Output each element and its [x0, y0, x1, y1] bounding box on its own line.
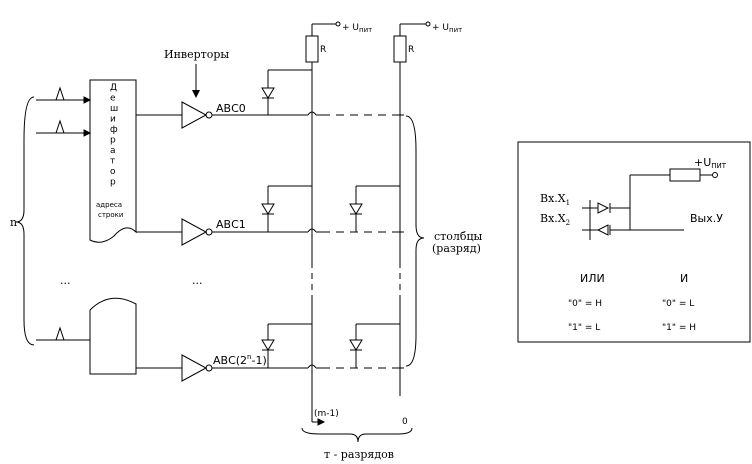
- supply-terminal-0: [425, 21, 431, 27]
- col-m1-label: (m-1): [314, 409, 339, 419]
- decoder-letter: р: [110, 136, 116, 146]
- supply-m1: + Uпит: [342, 23, 372, 34]
- decoder-letter: е: [110, 94, 116, 104]
- column-0: [393, 23, 426, 396]
- inset-and-one: "1" = H: [662, 323, 696, 333]
- supply-terminal-m1: [335, 21, 341, 27]
- resistor-label-0: R: [408, 45, 414, 55]
- inset-in2: Вх.Х2: [540, 212, 570, 227]
- row-1: [136, 218, 404, 246]
- resistor-label-m1: R: [320, 45, 326, 55]
- row-0: [136, 101, 404, 129]
- n-label: n: [10, 216, 17, 229]
- decoder-letter: ф: [110, 125, 118, 135]
- decoder-sub2: строки: [98, 211, 123, 219]
- row-last: [136, 354, 404, 382]
- input-pulse-1: [36, 86, 92, 104]
- decoder-letter: т: [110, 157, 115, 167]
- supply-0: + Uпит: [432, 23, 462, 34]
- columns-label-1: столбцы: [434, 230, 483, 243]
- inset-supply-terminal: [712, 172, 718, 178]
- dots-mid: ...: [192, 274, 203, 287]
- decoder-sub1: адреса: [96, 201, 122, 209]
- diode-rlast-c0: [349, 323, 400, 368]
- input-pulse-3: [36, 326, 90, 341]
- row-label-last: АВС(2n-1): [213, 353, 267, 367]
- columns-label-2: (разряд): [432, 242, 481, 255]
- diode-r1-c0: [349, 185, 400, 232]
- inset-or-title: ИЛИ: [580, 272, 605, 285]
- inset-and-title: И: [680, 272, 688, 285]
- row-label-0: АВС0: [216, 102, 246, 115]
- inset-and-zero: "0" = L: [662, 299, 694, 309]
- decoder-letter: Д: [110, 83, 117, 93]
- inset-in1: Вх.Х1: [540, 192, 570, 207]
- inset-out: Вых.У: [690, 212, 723, 225]
- inset-or-zero: "0" = H: [568, 299, 602, 309]
- diode-r1-cm1: [261, 185, 312, 232]
- decoder-letter: а: [110, 146, 116, 156]
- col-0-label: 0: [402, 417, 408, 427]
- input-pulse-2: [36, 119, 92, 137]
- n-brace: [15, 96, 35, 346]
- inset-supply: +UПИТ: [694, 156, 727, 170]
- diode-rlast-cm1: [261, 323, 312, 368]
- inset-or-one: "1" = L: [568, 323, 600, 333]
- row-label-1: АВС1: [216, 218, 246, 231]
- bits-brace: [301, 427, 413, 443]
- inset-circuit: [582, 168, 712, 240]
- decoder-box-lower: [89, 297, 137, 375]
- column-m1: [305, 23, 336, 426]
- decoder-letter: ш: [110, 104, 118, 114]
- bits-label: т - разрядов: [324, 448, 394, 461]
- decoder-letter: о: [110, 167, 116, 177]
- decoder-box: [89, 79, 137, 243]
- columns-brace: [405, 115, 425, 367]
- inset-box: [517, 141, 751, 343]
- inverters-arrow: [192, 64, 200, 98]
- dots-left: ...: [60, 274, 71, 287]
- diode-r0-cm1: [261, 69, 312, 115]
- decoder-letter: и: [110, 115, 116, 125]
- inverters-label: Инверторы: [164, 48, 229, 61]
- decoder-letter: р: [110, 178, 116, 188]
